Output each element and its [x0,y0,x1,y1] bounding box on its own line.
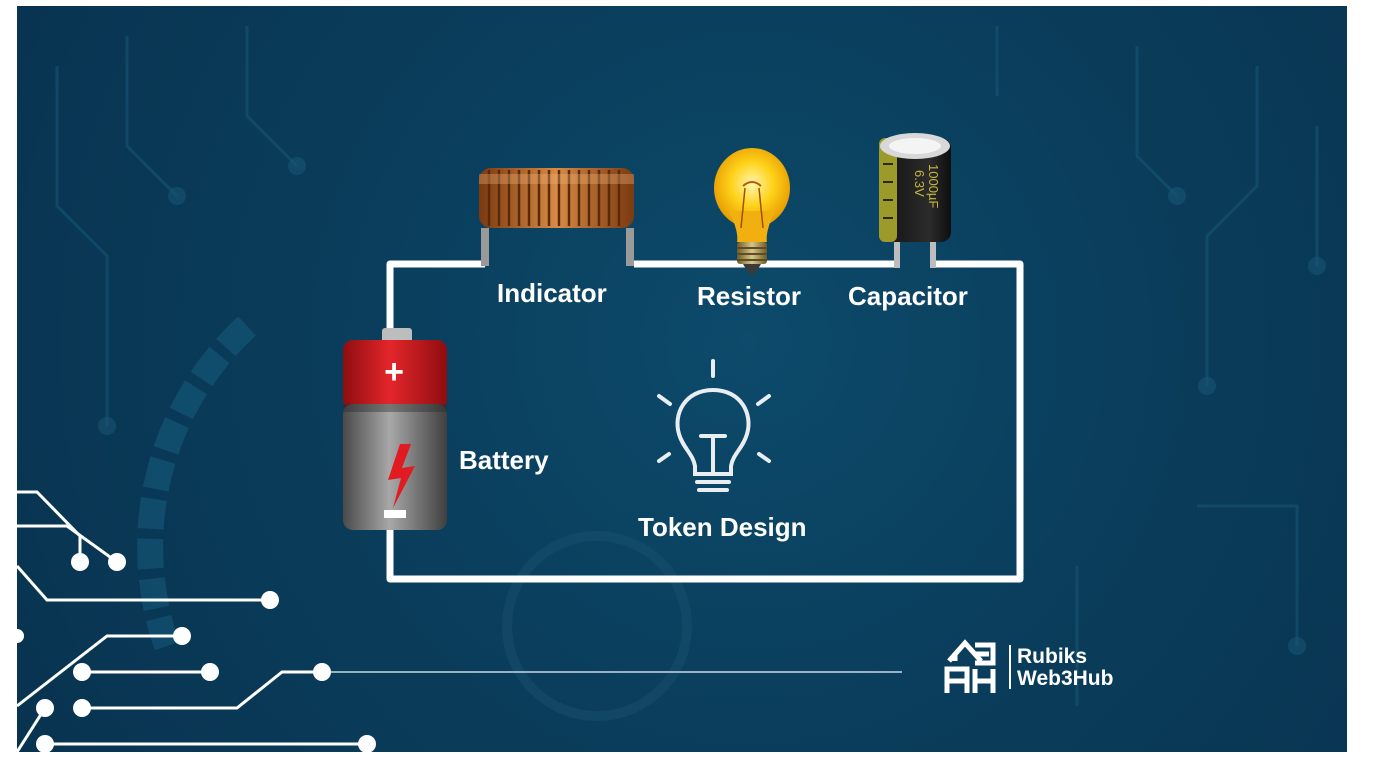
lightbulb-outline-icon [657,359,771,492]
resistor-bulb [714,148,790,274]
brand-block: Rubiks Web3Hub [943,637,1143,703]
brand-name-line1: Rubiks [1017,645,1088,668]
capacitor-marking: 1000µF 6.3V [912,164,939,208]
capacitor-label: Capacitor [848,281,968,311]
inductor-coil [479,168,634,266]
capacitor-marking-line1: 1000µF [926,164,939,208]
slide-canvas: 1000µF 6.3V + Indicator Resistor Capacit… [17,6,1347,752]
capacitor-marking-line2: 6.3V [912,170,927,197]
brand-divider [1009,645,1011,689]
brand-name-line2: Web3Hub [1017,667,1114,690]
resistor-label: Resistor [697,281,802,311]
token-design-caption: Token Design [638,512,807,542]
battery-body [343,328,447,530]
battery-positive-sign: + [384,353,404,391]
background-circuit-art [17,26,1326,752]
battery-label: Battery [459,445,549,475]
capacitor-body [879,133,951,268]
inductor-label: Indicator [497,278,607,308]
rubiks-web3hub-logo [944,639,996,693]
circuit-diagram [343,133,1024,583]
